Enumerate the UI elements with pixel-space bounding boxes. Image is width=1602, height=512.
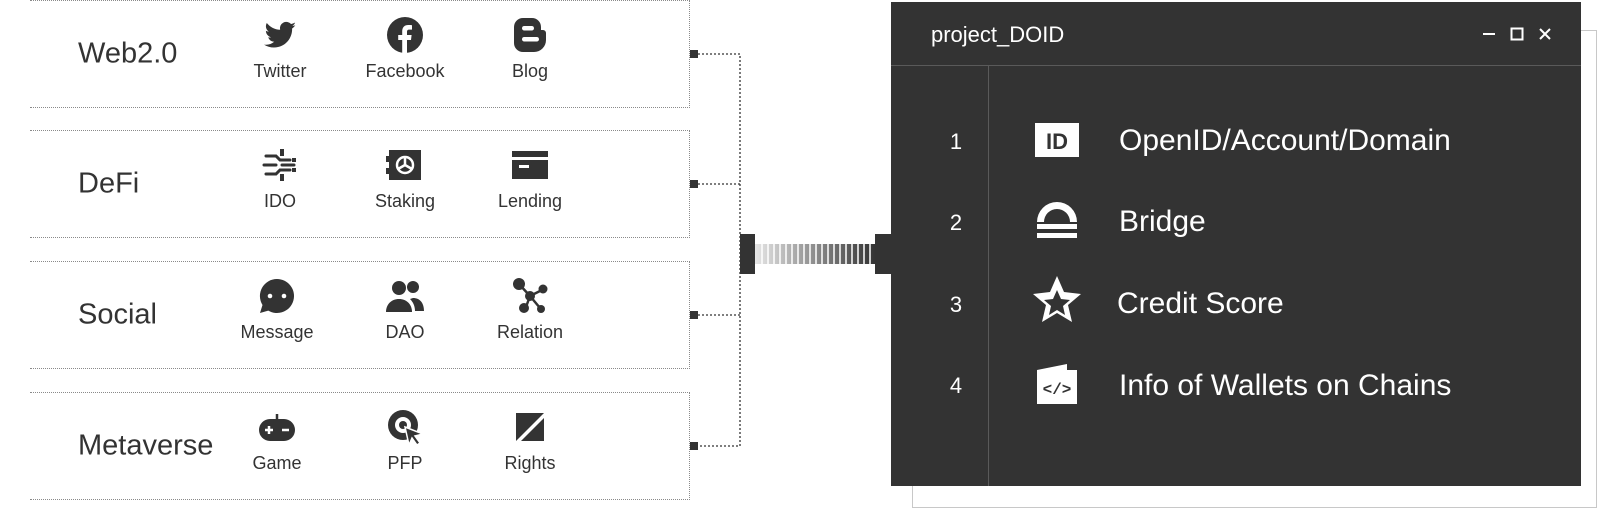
- item-staking: Staking: [350, 145, 460, 212]
- item-label: PFP: [387, 453, 423, 473]
- row-label: Bridge: [1119, 205, 1206, 238]
- group-title: Web2.0: [78, 37, 178, 70]
- cable-connector: [740, 234, 893, 274]
- star-icon: [1033, 276, 1081, 322]
- item-label: Message: [240, 322, 314, 342]
- item-dao: DAO: [350, 276, 460, 343]
- svg-text:ID: ID: [1046, 129, 1068, 154]
- item-label: Twitter: [253, 61, 307, 81]
- column-divider: [988, 65, 989, 486]
- group-title: DeFi: [78, 167, 140, 200]
- dao-icon: [386, 281, 424, 312]
- ido-icon: [262, 149, 296, 181]
- window-title: project_DOID: [931, 22, 1065, 47]
- item-rights: Rights: [475, 407, 585, 474]
- row-label: OpenID/Account/Domain: [1119, 124, 1451, 157]
- id-card-icon: ID: [1035, 123, 1079, 157]
- code-file-icon: </>: [1037, 364, 1077, 404]
- item-facebook: Facebook: [350, 15, 460, 82]
- blogger-icon: [514, 18, 546, 52]
- row-number: 2: [949, 210, 963, 235]
- item-twitter: Twitter: [225, 15, 335, 82]
- minimize-icon[interactable]: [1481, 26, 1497, 42]
- group-defi: DeFi IDO Staking Lending: [30, 130, 690, 238]
- rights-icon: [516, 413, 544, 441]
- row-number: 1: [949, 129, 963, 154]
- row-label: Info of Wallets on Chains: [1119, 369, 1452, 402]
- item-label: Relation: [496, 322, 564, 342]
- item-label: DAO: [385, 322, 425, 342]
- connector-lines: [690, 50, 893, 450]
- item-label: Facebook: [365, 61, 445, 81]
- item-label: IDO: [263, 191, 296, 211]
- item-relation: Relation: [475, 276, 585, 343]
- row-number: 4: [949, 373, 963, 398]
- item-label: Staking: [374, 191, 436, 211]
- bridge-icon: [1037, 202, 1077, 238]
- item-label: Lending: [497, 191, 563, 211]
- staking-icon: [386, 150, 421, 180]
- item-game: Game: [222, 407, 332, 474]
- group-title: Metaverse: [78, 429, 214, 462]
- close-icon[interactable]: [1537, 26, 1553, 42]
- group-social: Social Message DAO Relation: [30, 261, 690, 369]
- facebook-icon: [387, 17, 423, 53]
- group-web2: Web2.0 Twitter Facebook Blog: [30, 0, 690, 108]
- gamepad-icon: [259, 414, 295, 441]
- row-number: 3: [949, 292, 963, 317]
- project-window: project_DOID 1 ID OpenID/Account/Domain …: [891, 2, 1581, 486]
- maximize-icon[interactable]: [1509, 26, 1525, 42]
- row-label: Credit Score: [1117, 287, 1284, 320]
- item-label: Game: [252, 453, 302, 473]
- item-label: Rights: [504, 453, 556, 473]
- item-label: Blog: [511, 61, 549, 81]
- group-metaverse: Metaverse Game PFP Rights: [30, 392, 690, 500]
- item-blog: Blog: [475, 15, 585, 82]
- item-pfp: PFP: [350, 407, 460, 474]
- item-lending: Lending: [475, 145, 585, 212]
- title-divider: [891, 65, 1581, 66]
- item-message: Message: [222, 276, 332, 343]
- relation-icon: [513, 278, 548, 313]
- lending-icon: [512, 151, 548, 179]
- svg-text:</>: </>: [1043, 381, 1072, 399]
- pfp-icon: [388, 410, 425, 447]
- group-title: Social: [78, 298, 157, 331]
- twitter-icon: [264, 21, 296, 48]
- message-icon: [259, 278, 295, 313]
- item-ido: IDO: [225, 145, 335, 212]
